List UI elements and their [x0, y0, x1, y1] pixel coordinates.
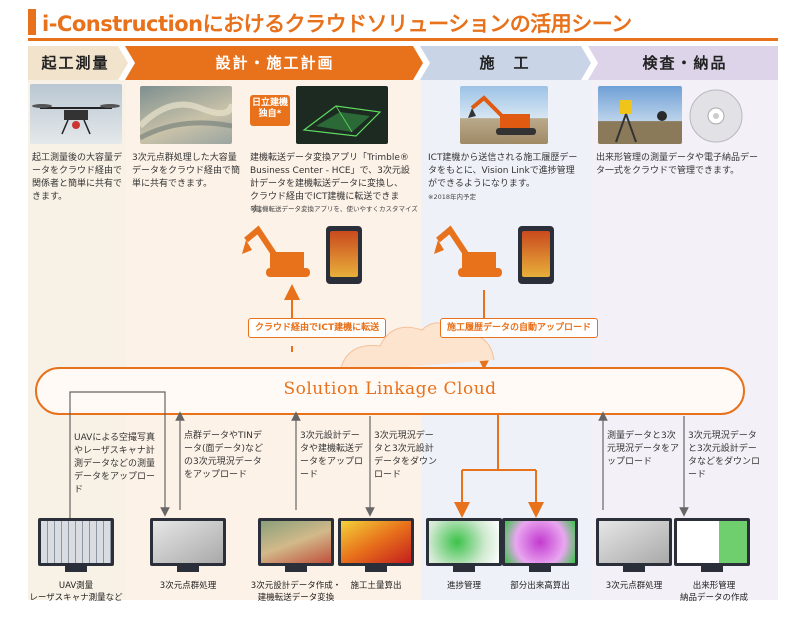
phase-arrows — [28, 46, 778, 80]
design-description-2: 建機転送データ変換アプリ「Trimble® Business Center - … — [250, 153, 410, 215]
tablet-icon-2 — [518, 226, 554, 284]
wireframe-icon — [302, 105, 382, 137]
pointcloud-icon — [140, 101, 232, 141]
phase-label-design: 設計・施工計画 — [215, 54, 335, 72]
pointcloud-photo — [140, 86, 232, 144]
phase-arrow-survey — [28, 46, 128, 80]
monitor-label-delivery: 出来形管理納品データの作成 — [679, 581, 748, 603]
drone-icon — [32, 104, 120, 135]
page-title: i-Constructionにおけるクラウドソリューションの活用シーン — [42, 12, 632, 36]
column-survey — [28, 80, 126, 600]
excavator-icon — [468, 95, 536, 135]
monitor-inspect-pointcloud — [596, 518, 672, 576]
hce-screen-photo — [296, 86, 388, 144]
construction-description: ICT建機から送信される施工履歴データをもとに、Vision Linkで進捗管理… — [428, 153, 578, 189]
disc-icon — [688, 88, 744, 144]
inspect-download-text: 3次元現況データと3次元設計データなどをダウンロード — [688, 431, 761, 480]
design-upload-text: 3次元設計データや建機転送データをアップロード — [300, 431, 364, 480]
upload-box: 施工履歴データの自動アップロード — [440, 318, 599, 338]
title-underline — [28, 8, 778, 41]
phase-arrow-design — [125, 46, 423, 80]
transfer-box: クラウド経由でICT建機に転送 — [248, 318, 387, 338]
excavator-outline-icon — [242, 225, 310, 277]
excavator-outline-icon-2 — [434, 225, 502, 277]
monitor-label-pointcloud: 3次元点群処理 — [159, 581, 217, 591]
excavator-photo — [460, 86, 548, 144]
design-download-text: 3次元現況データと3次元設計データをダウンロード — [374, 431, 438, 480]
monitor-earthwork — [338, 518, 414, 576]
hitachi-badge: 日立建機独自* — [250, 95, 290, 126]
uav-upload-text: UAVによる空撮写真やレーザスキャナ計測データなどの測量データをアップロード — [74, 433, 156, 495]
monitor-label-inspect-pointcloud: 3次元点群処理 — [605, 581, 663, 591]
total-station-icon — [615, 100, 667, 143]
tablet-icon — [326, 226, 362, 284]
inspect-upload-text: 測量データと3次元現況データをアップロード — [607, 431, 680, 467]
monitor-label-uav: UAV測量レーザスキャナ測量など — [29, 581, 123, 603]
monitor-pointcloud — [150, 518, 226, 576]
monitor-label-progress: 進捗管理 — [446, 581, 481, 591]
pointcloud-upload-text: 点群データやTINデータ(面データ)などの3次元現況データをアップロード — [184, 431, 264, 480]
cloud-pill — [35, 367, 745, 415]
phase-label-survey: 起工測量 — [41, 54, 110, 72]
uav-upload-line — [69, 391, 170, 520]
phase-arrow-construction — [420, 46, 591, 80]
survey-description: 起工測量後の大容量データをクラウド経由で関係者と簡単に共有できます。 — [32, 153, 123, 202]
monitor-delivery — [674, 518, 750, 576]
monitor-design — [258, 518, 334, 576]
monitor-label-design: 3次元設計データ作成・建機転送データ変換 — [250, 581, 342, 603]
cloud-label: Solution Linkage Cloud — [283, 379, 497, 399]
survey-photo — [598, 86, 682, 144]
design-description-1: 3次元点群処理した大容量データをクラウド経由で簡単に共有できます。 — [132, 153, 241, 189]
construction-split-line — [462, 414, 536, 471]
monitor-label-earthwork: 施工土量算出 — [350, 581, 402, 591]
inspection-description: 出来形管理の測量データや電子納品データ一式をクラウドで管理できます。 — [596, 153, 759, 176]
monitor-progress — [426, 518, 502, 576]
monitor-label-partial: 部分出来高算出 — [510, 581, 570, 591]
phase-label-construction: 施 工 — [479, 54, 531, 72]
phase-label-inspection: 検査・納品 — [642, 54, 728, 72]
title-marker — [28, 9, 36, 35]
drone-photo — [30, 84, 122, 144]
monitor-uav — [38, 518, 114, 576]
phase-arrow-inspection — [588, 46, 778, 80]
monitor-partial — [502, 518, 578, 576]
design-note: ※建機転送データ変換アプリを、使いやすくカスタマイズ — [250, 205, 418, 213]
construction-note: ※2018年内予定 — [428, 193, 476, 201]
